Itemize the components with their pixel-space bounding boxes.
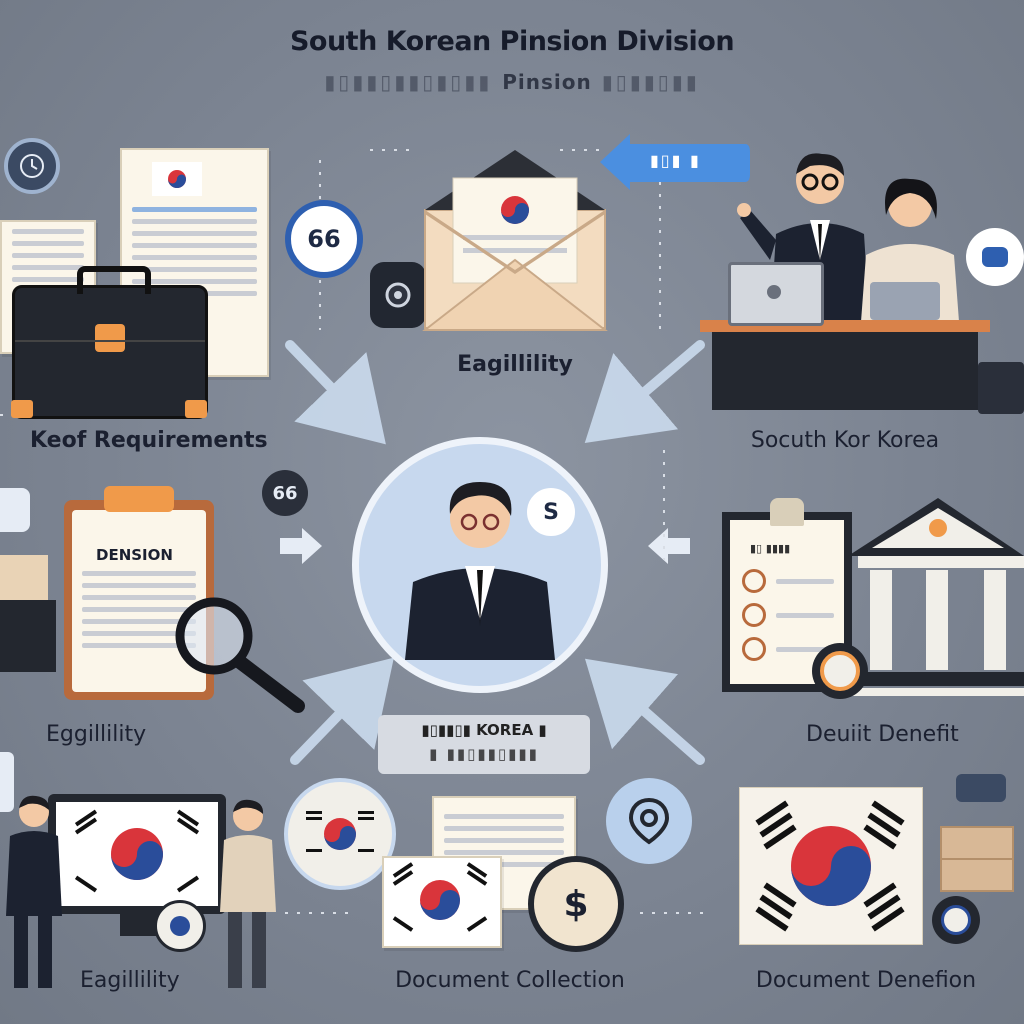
arrow-left-chevron	[280, 528, 322, 564]
label-south-korea: Socuth Kor Korea	[750, 428, 940, 453]
clock-icon	[4, 138, 60, 194]
s-badge: S	[523, 484, 579, 540]
arrow-topright	[584, 340, 705, 443]
center-official-circle	[352, 437, 608, 693]
large-korea-flag	[740, 788, 922, 944]
label-benefit: Deuiit Denefit	[806, 722, 959, 747]
box-stack-icon	[940, 826, 1014, 860]
cabinet-icon-left	[0, 600, 56, 672]
flag-card	[382, 856, 502, 948]
coin-icon	[812, 643, 868, 699]
count-badge-mid: 66	[262, 470, 308, 516]
seal-icon-right	[932, 896, 980, 944]
cabinet-icon	[978, 362, 1024, 414]
person-left	[6, 795, 62, 988]
label-doc-denefion: Document Denefion	[755, 968, 977, 993]
requirements-illustration	[0, 130, 300, 420]
korea-flag-icon	[392, 862, 488, 932]
page-title: South Korean Pinsion Division	[289, 26, 735, 57]
magnifier-icon	[175, 597, 305, 713]
clipboard-title: DENSION	[96, 546, 173, 564]
seal-icon	[154, 900, 206, 952]
envelope-icon	[422, 150, 608, 331]
label-eligibility-bottom: Eagillility	[80, 968, 180, 993]
box-icon	[0, 555, 48, 600]
dollar-coin-icon: $	[528, 856, 624, 952]
person-right	[220, 799, 276, 988]
page-subtitle: ▮▯▮▮▯▮▮▯▮▯▮▮ Pinsion ▮▯▮▮▯▮▮	[324, 70, 700, 94]
monitor-icon	[48, 794, 226, 914]
arrow-tag: ▮▯▮ ▮	[600, 134, 750, 190]
officials-illustration	[700, 150, 1000, 420]
korea-flag-badge	[284, 778, 396, 890]
center-text-strip: ▮▯▮▮▯▮ KOREA ▮ ▮ ▮▮▯▮▮▯▮▮▮	[378, 715, 590, 774]
korea-flag-icon	[306, 811, 374, 852]
korea-flag-icon	[152, 162, 202, 196]
arrow-tag-text: ▮▯▮ ▮	[650, 151, 701, 170]
arrow-bottomright	[584, 658, 705, 765]
briefcase-icon	[11, 266, 208, 419]
label-eligibility-top: Eagillility	[457, 352, 573, 377]
side-card-icon	[0, 488, 30, 532]
bank-building-icon	[848, 498, 1024, 696]
subtitle-word: Pinsion	[502, 70, 592, 94]
arrow-bottomleft	[290, 657, 394, 765]
center-official-figure	[405, 482, 555, 660]
label-keep-requirements: Keof Requirements	[30, 428, 268, 453]
tablet-icon	[870, 282, 940, 320]
camera-icon	[370, 262, 426, 328]
korea-flag-icon	[56, 802, 218, 906]
arrow-right-chevron	[648, 528, 690, 564]
count-badge: 66	[285, 200, 363, 278]
clipboard-icon: DENSION	[64, 486, 214, 700]
label-doc-collection: Document Collection	[395, 968, 625, 993]
label-eligibility-mid: Eggillility	[46, 722, 147, 747]
flag-presentation-illustration	[0, 760, 290, 990]
chat-icon	[966, 228, 1024, 286]
side-card-icon-bottom	[0, 752, 14, 812]
card-icon	[956, 774, 1006, 802]
center-strip-word: KOREA	[476, 721, 534, 739]
box-stack-icon	[940, 858, 1014, 892]
desk-body	[712, 332, 978, 410]
laptop-icon	[728, 262, 824, 326]
korea-flag-icon	[755, 800, 905, 932]
location-pin-icon	[606, 778, 692, 864]
arrow-topleft	[285, 340, 386, 445]
